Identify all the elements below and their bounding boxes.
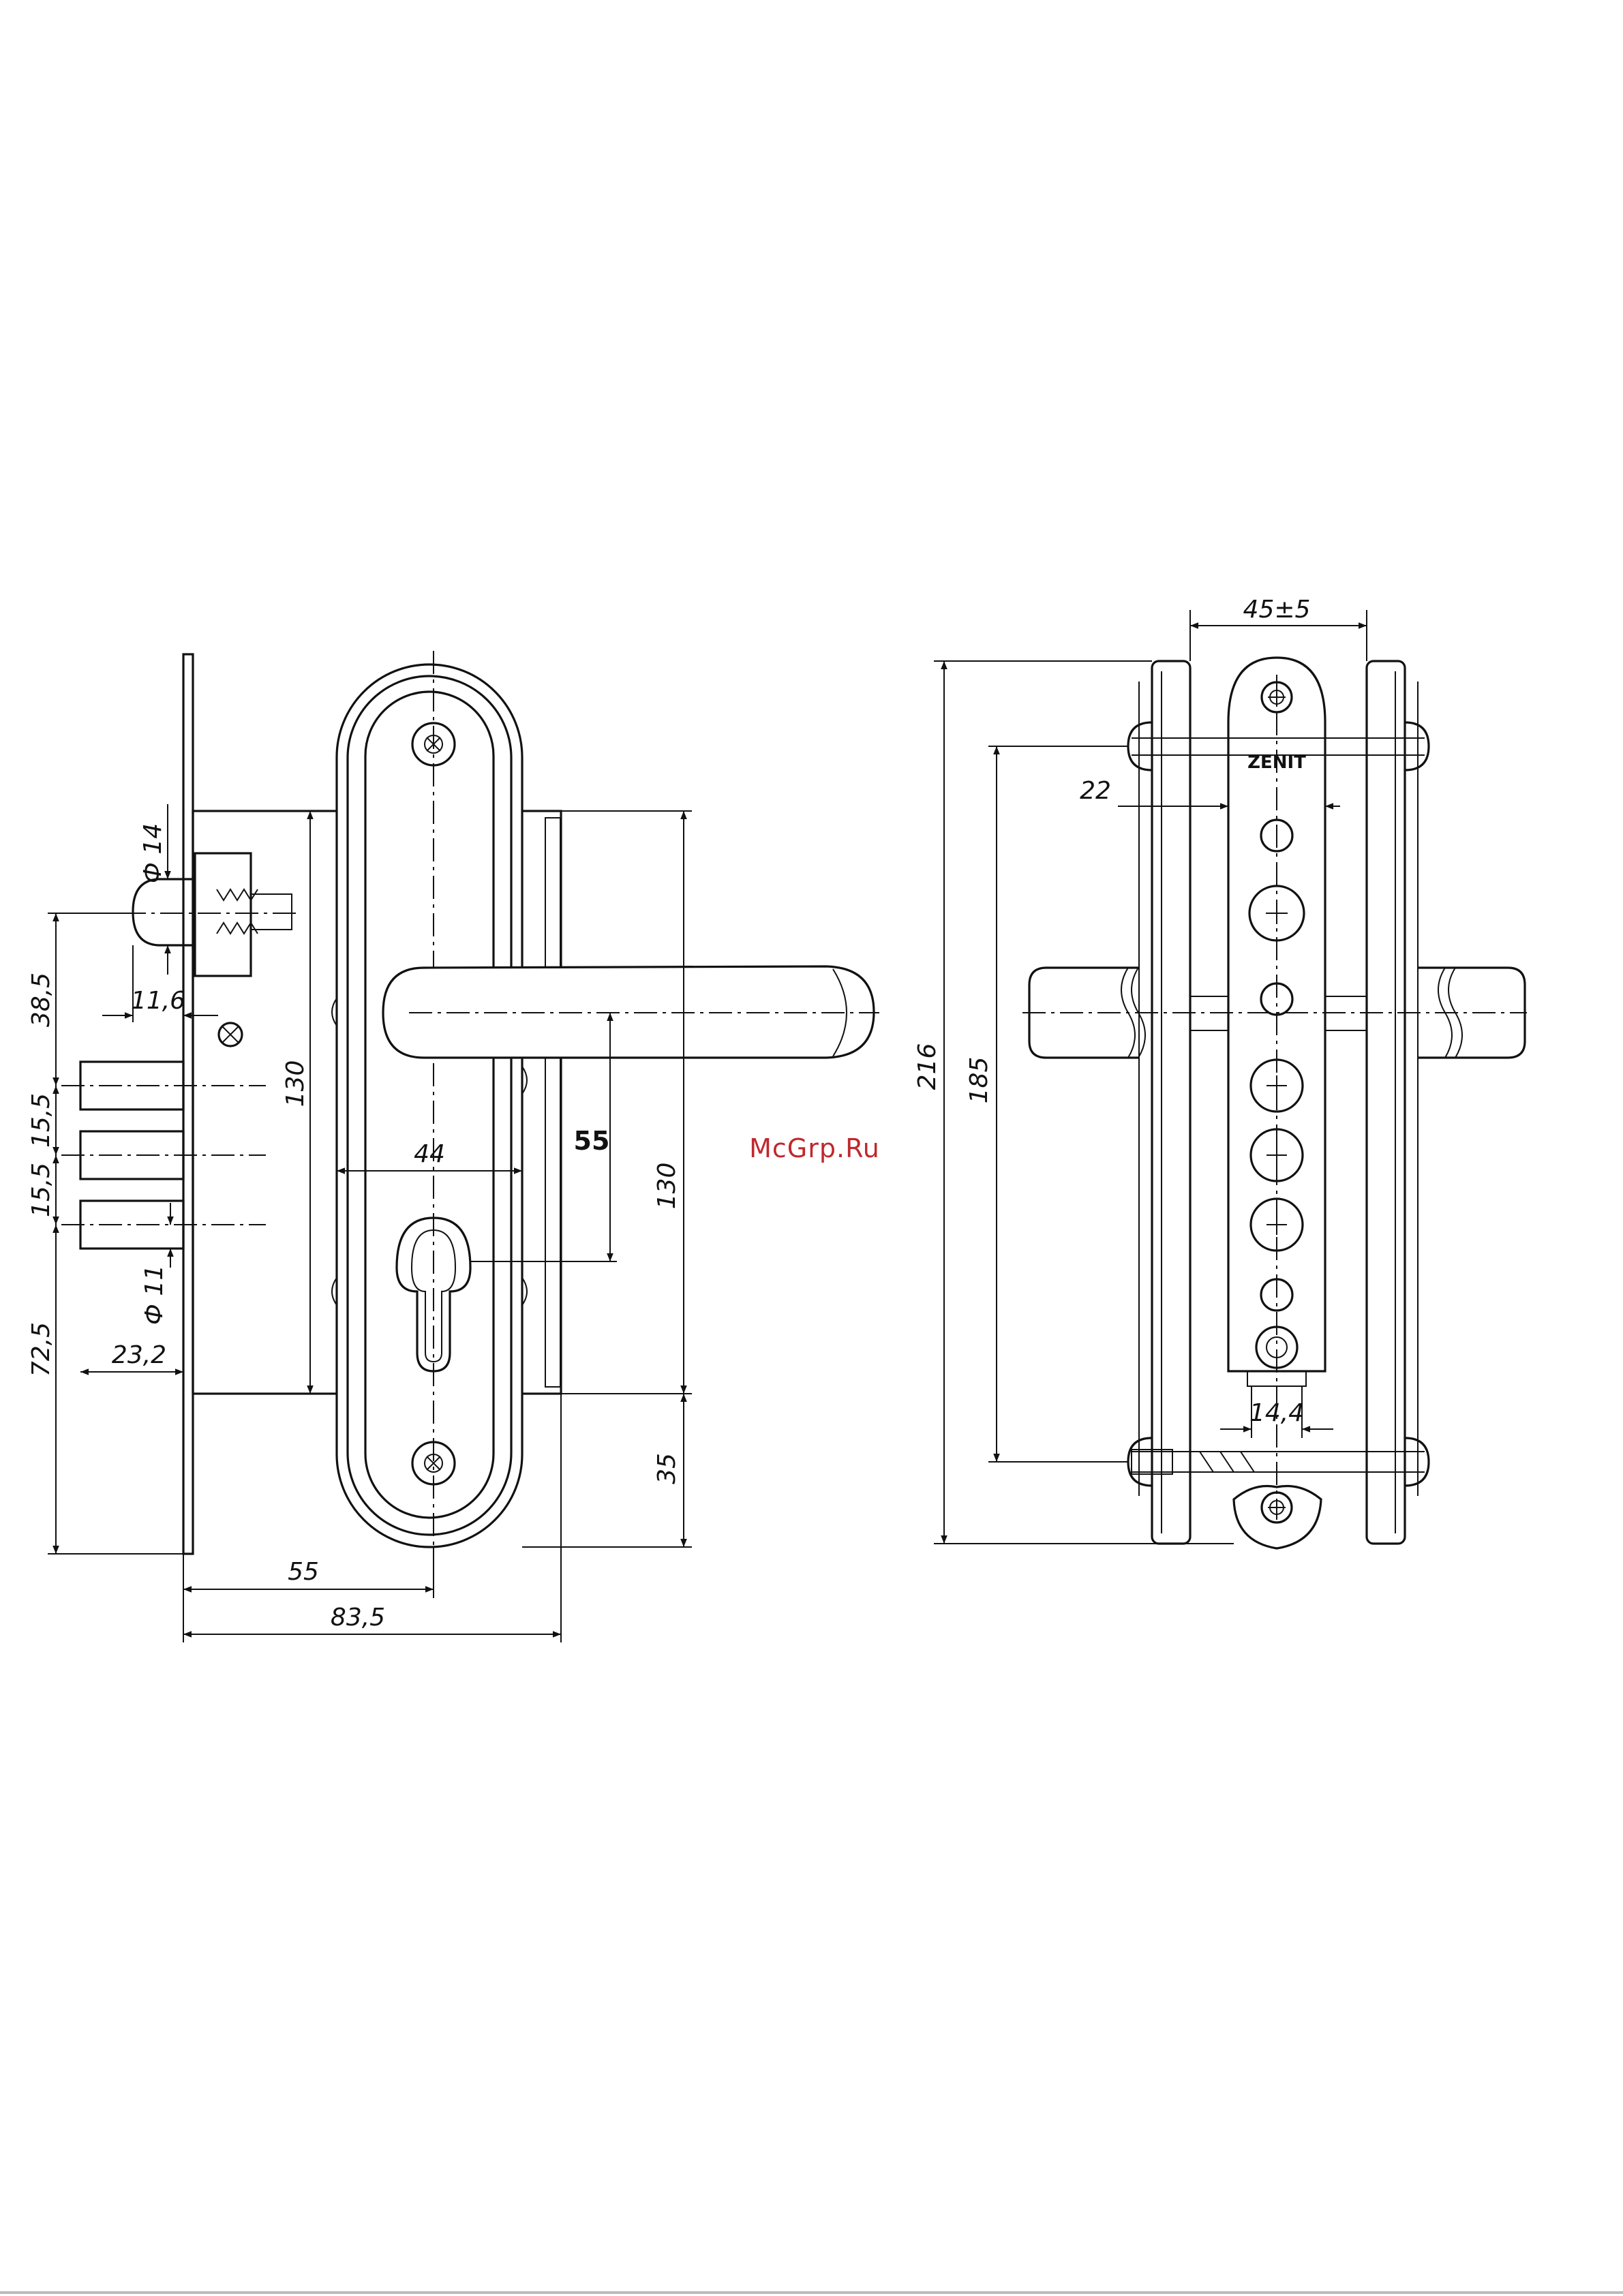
dim-216: 216 xyxy=(913,1043,941,1090)
dim-45-5: 45±5 xyxy=(1243,596,1311,624)
latch-stem xyxy=(251,894,292,930)
dim-14-4: 14,4 xyxy=(1249,1399,1304,1427)
watermark-text: McGrp.Ru xyxy=(749,1133,880,1163)
dim-83-5: 83,5 xyxy=(331,1604,385,1632)
dim-15-5-top: 15,5 xyxy=(27,1093,55,1148)
dim-11-6: 11,6 xyxy=(131,987,185,1015)
dim-15-5-bottom: 15,5 xyxy=(27,1163,55,1217)
dim-130-inner: 130 xyxy=(282,1060,309,1107)
side-handle-right xyxy=(1418,968,1525,1058)
dim-d11: Ф 11 xyxy=(140,1265,168,1325)
dim-55-bold: 55 xyxy=(574,1126,610,1156)
bolt-head-top-right xyxy=(1405,722,1429,770)
side-plate-left xyxy=(1152,661,1190,1544)
dim-d14: Ф 14 xyxy=(139,823,167,883)
dim-22: 22 xyxy=(1080,777,1111,805)
page-bottom-rule xyxy=(0,2291,1623,2294)
dim-72-5: 72,5 xyxy=(27,1322,55,1377)
dim-55: 55 xyxy=(288,1558,319,1586)
lock-body-edge xyxy=(545,818,560,1387)
bolt-head-bottom-right xyxy=(1405,1438,1429,1486)
dim-130-outer: 130 xyxy=(653,1163,681,1210)
dim-44: 44 xyxy=(414,1140,445,1168)
dim-35: 35 xyxy=(653,1453,681,1484)
right-view: ZENIT xyxy=(913,596,1527,1548)
bolt-head-top-left xyxy=(1128,722,1152,770)
dim-185: 185 xyxy=(965,1057,993,1104)
faceplate xyxy=(183,654,193,1554)
dim-23-2: 23,2 xyxy=(112,1341,166,1369)
side-plate-right xyxy=(1367,661,1405,1544)
dim-38-5: 38,5 xyxy=(27,973,55,1027)
latch-housing xyxy=(195,853,251,976)
